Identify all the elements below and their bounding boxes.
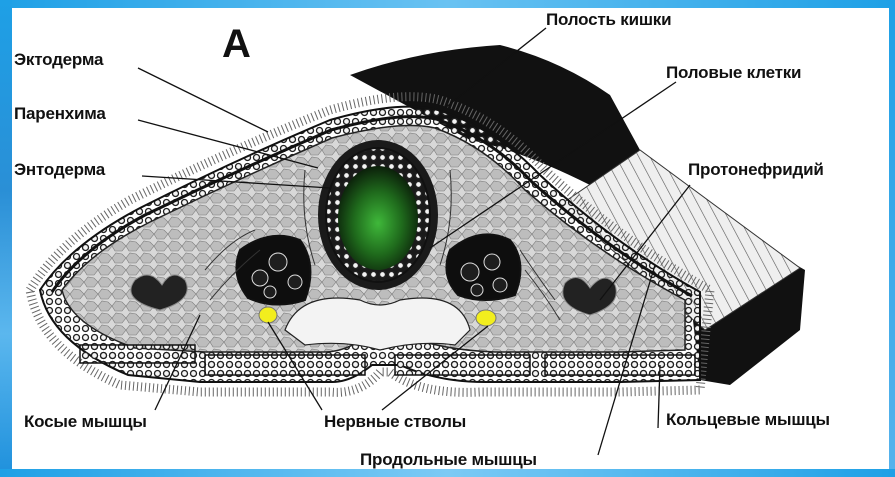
ventral-band-left: [205, 355, 365, 375]
label-circular-muscles: Кольцевые мышцы: [666, 410, 830, 430]
label-parenchyma: Паренхима: [14, 104, 106, 124]
ventral-groove: [285, 298, 470, 350]
nerve-trunk-left: [259, 307, 277, 323]
figure-letter: А: [222, 22, 251, 67]
label-protonephridium: Протонефридий: [688, 160, 824, 180]
label-ectoderm: Эктодерма: [14, 50, 103, 70]
label-nerve-trunks: Нервные стволы: [324, 412, 466, 432]
label-gut-cavity: Полость кишки: [546, 10, 671, 30]
ventral-band-right: [395, 355, 530, 375]
label-oblique-muscles: Косые мышцы: [24, 412, 147, 432]
label-sex-cells: Половые клетки: [666, 63, 801, 83]
ventral-band-far-left: [80, 345, 195, 363]
label-longitudinal-muscles: Продольные мышцы: [360, 450, 537, 470]
label-endoderm: Энтодерма: [14, 160, 105, 180]
nerve-trunk-right: [476, 310, 496, 326]
ventral-band-far-right: [545, 355, 695, 375]
gut-lumen: [338, 166, 418, 270]
